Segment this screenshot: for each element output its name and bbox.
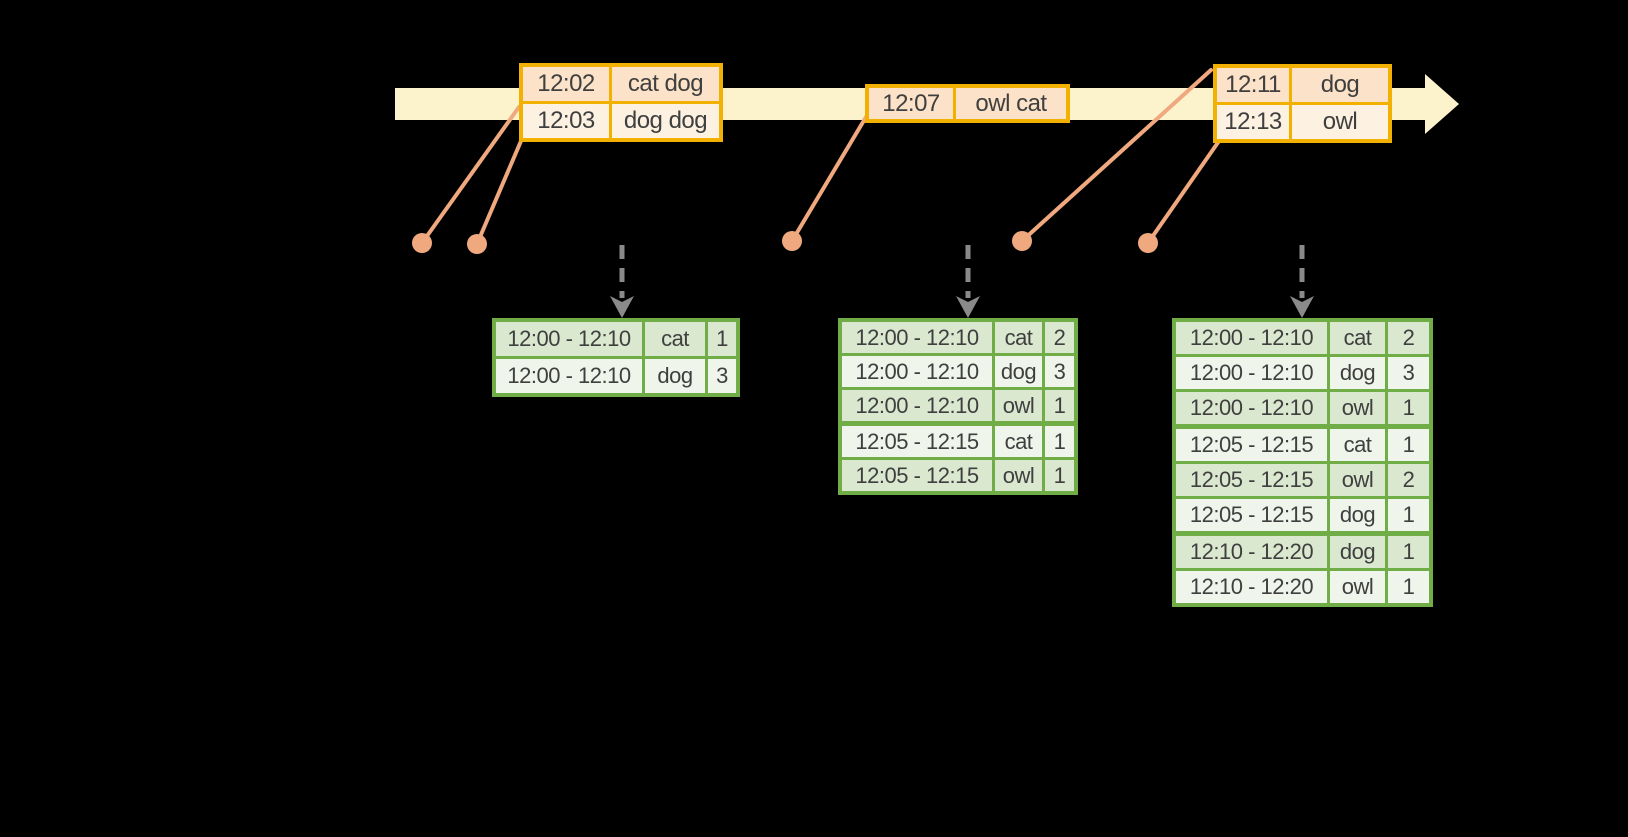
event-time: 12:13 (1217, 105, 1289, 139)
result-word: cat (645, 322, 705, 356)
event-words: dog (1292, 68, 1388, 102)
event-words: dog dog (612, 104, 719, 138)
result-row: 12:05 - 12:15 owl 2 (1176, 464, 1429, 496)
result-word: dog (1330, 357, 1385, 389)
result-window: 12:00 - 12:10 (496, 359, 642, 393)
result-window: 12:05 - 12:15 (1176, 499, 1327, 531)
result-row: 12:00 - 12:10 cat 2 (842, 322, 1074, 353)
result-row: 12:10 - 12:20 dog 1 (1176, 536, 1429, 568)
result-row: 12:00 - 12:10 dog 3 (842, 356, 1074, 387)
result-window: 12:05 - 12:15 (1176, 429, 1327, 461)
result-count: 1 (1388, 429, 1429, 461)
result-word: dog (1330, 499, 1385, 531)
result-window: 12:00 - 12:10 (842, 356, 992, 387)
result-window: 12:05 - 12:15 (842, 460, 992, 491)
timeline-arrowhead-icon (1425, 74, 1459, 134)
result-window: 12:00 - 12:10 (842, 390, 992, 421)
result-word: dog (645, 359, 705, 393)
event-dot (467, 234, 487, 254)
result-count: 3 (708, 359, 736, 393)
result-row: 12:00 - 12:10 cat 2 (1176, 322, 1429, 354)
result-count: 1 (708, 322, 736, 356)
result-count: 1 (1045, 426, 1074, 457)
event-dot (412, 233, 432, 253)
result-window: 12:05 - 12:15 (842, 426, 992, 457)
result-count: 1 (1045, 390, 1074, 421)
event-time: 12:11 (1217, 68, 1289, 102)
result-count: 3 (1388, 357, 1429, 389)
event-words: cat dog (612, 67, 719, 101)
result-word: cat (1330, 322, 1385, 354)
result-row: 12:05 - 12:15 cat 1 (1176, 429, 1429, 461)
result-count: 2 (1045, 322, 1074, 353)
trigger-arrowhead-icon (1290, 296, 1314, 318)
event-row: 12:13 owl (1217, 105, 1388, 139)
result-window: 12:10 - 12:20 (1176, 571, 1327, 603)
result-word: cat (995, 322, 1042, 353)
result-count: 2 (1388, 464, 1429, 496)
trigger-arrowhead-icon (610, 296, 634, 318)
event-marker-line (790, 115, 868, 243)
result-word: cat (995, 426, 1042, 457)
event-time: 12:02 (523, 67, 609, 101)
result-count: 1 (1388, 536, 1429, 568)
event-marker-line (420, 105, 521, 245)
event-time: 12:03 (523, 104, 609, 138)
result-table-3: 12:00 - 12:10 cat 2 12:00 - 12:10 dog 3 … (1172, 318, 1433, 607)
result-count: 1 (1388, 392, 1429, 424)
event-words: owl cat (956, 88, 1066, 119)
result-window: 12:05 - 12:15 (1176, 464, 1327, 496)
trigger-arrowhead-icon (956, 296, 980, 318)
event-words: owl (1292, 105, 1388, 139)
event-dot (782, 231, 802, 251)
result-row: 12:05 - 12:15 cat 1 (842, 426, 1074, 457)
event-table-3: 12:11 dog 12:13 owl (1213, 64, 1392, 143)
result-window: 12:10 - 12:20 (1176, 536, 1327, 568)
event-table-2: 12:07 owl cat (865, 84, 1070, 123)
result-window: 12:00 - 12:10 (842, 322, 992, 353)
result-row: 12:00 - 12:10 owl 1 (1176, 392, 1429, 424)
result-row: 12:00 - 12:10 dog 3 (496, 359, 736, 393)
result-row: 12:05 - 12:15 owl 1 (842, 460, 1074, 491)
result-word: dog (1330, 536, 1385, 568)
result-count: 3 (1045, 356, 1074, 387)
event-dot (1138, 233, 1158, 253)
result-row: 12:10 - 12:20 owl 1 (1176, 571, 1429, 603)
event-marker-line (475, 139, 523, 246)
event-marker-line (1146, 139, 1221, 245)
result-count: 2 (1388, 322, 1429, 354)
result-table-1: 12:00 - 12:10 cat 1 12:00 - 12:10 dog 3 (492, 318, 740, 397)
event-row: 12:07 owl cat (869, 88, 1066, 119)
result-window: 12:00 - 12:10 (496, 322, 642, 356)
result-row: 12:00 - 12:10 owl 1 (842, 390, 1074, 421)
result-row: 12:00 - 12:10 dog 3 (1176, 357, 1429, 389)
event-row: 12:03 dog dog (523, 104, 719, 138)
result-window: 12:00 - 12:10 (1176, 357, 1327, 389)
result-word: cat (1330, 429, 1385, 461)
result-word: owl (995, 390, 1042, 421)
result-row: 12:05 - 12:15 dog 1 (1176, 499, 1429, 531)
result-word: owl (1330, 571, 1385, 603)
event-row: 12:11 dog (1217, 68, 1388, 102)
result-count: 1 (1388, 499, 1429, 531)
result-word: owl (1330, 392, 1385, 424)
result-count: 1 (1045, 460, 1074, 491)
result-window: 12:00 - 12:10 (1176, 392, 1327, 424)
result-word: dog (995, 356, 1042, 387)
result-word: owl (995, 460, 1042, 491)
result-row: 12:00 - 12:10 cat 1 (496, 322, 736, 356)
event-dot (1012, 231, 1032, 251)
event-row: 12:02 cat dog (523, 67, 719, 101)
event-table-1: 12:02 cat dog 12:03 dog dog (519, 63, 723, 142)
event-time: 12:07 (869, 88, 953, 119)
event-marker-line (1020, 68, 1213, 243)
result-word: owl (1330, 464, 1385, 496)
result-count: 1 (1388, 571, 1429, 603)
result-window: 12:00 - 12:10 (1176, 322, 1327, 354)
result-table-2: 12:00 - 12:10 cat 2 12:00 - 12:10 dog 3 … (838, 318, 1078, 495)
